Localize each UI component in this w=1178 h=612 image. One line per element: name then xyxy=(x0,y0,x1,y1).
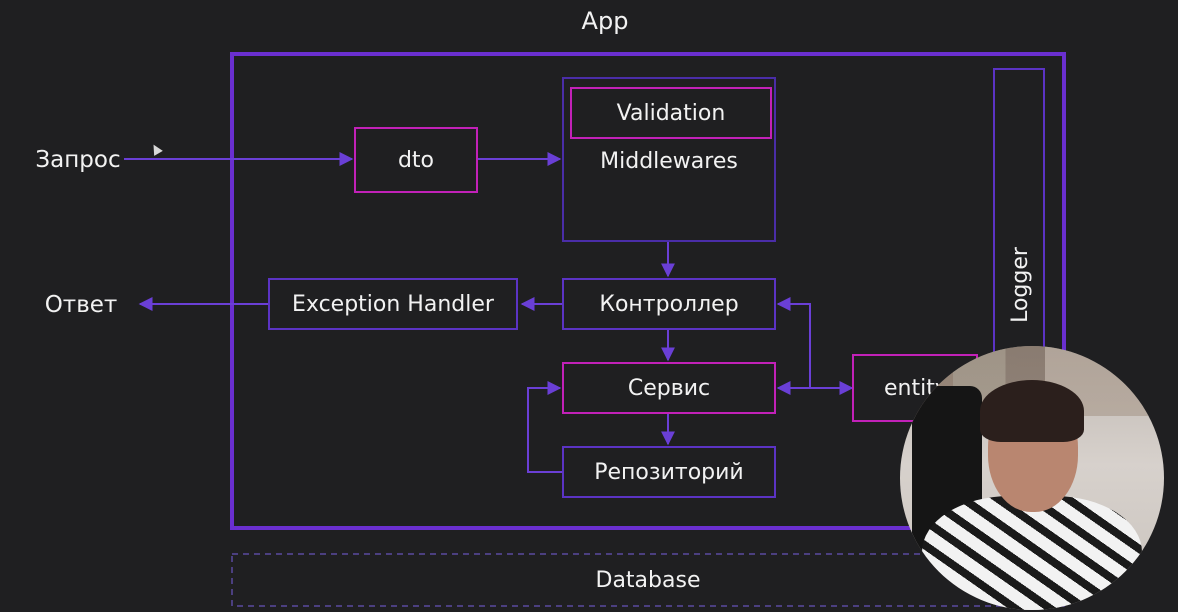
response-label: Ответ xyxy=(44,292,118,318)
presenter-hair xyxy=(980,380,1084,442)
middlewares-label: Middlewares xyxy=(600,148,738,174)
logger-label: Logger xyxy=(1007,247,1033,323)
app-title: App xyxy=(581,7,629,35)
logger-box: Logger xyxy=(993,68,1045,378)
dto-box: dto xyxy=(354,127,478,193)
middlewares-box: Validation Middlewares xyxy=(562,77,776,242)
controller-box: Контроллер xyxy=(562,278,776,330)
database-label: Database xyxy=(595,567,701,593)
app-container xyxy=(230,52,1066,530)
presenter-shirt xyxy=(922,496,1142,610)
arrow-entity-controller xyxy=(776,297,811,388)
repository-box: Репозиторий xyxy=(562,446,776,498)
service-box: Сервис xyxy=(562,362,776,414)
request-label: Запрос xyxy=(35,147,121,173)
arrow-repository-service-loop xyxy=(527,381,562,473)
webcam-overlay xyxy=(900,346,1164,610)
exception-handler-box: Exception Handler xyxy=(268,278,518,330)
validation-box: Validation xyxy=(570,87,772,139)
